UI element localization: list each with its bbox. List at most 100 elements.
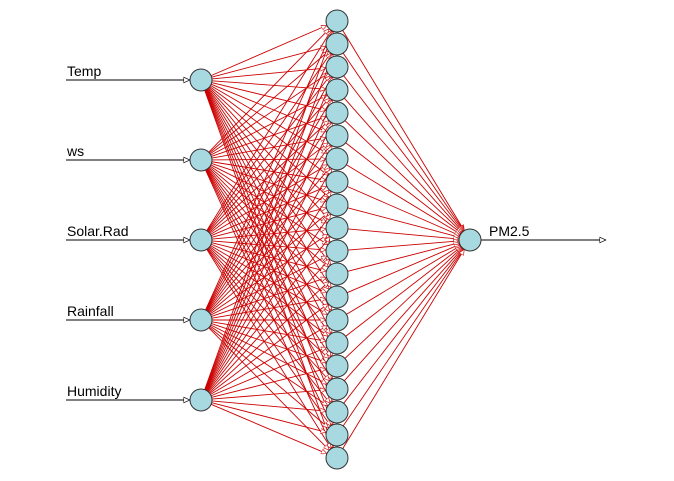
input-label: Humidity: [67, 383, 121, 399]
connection-hidden-6-output: [345, 142, 462, 233]
connection-input-1-hidden-1: [210, 24, 327, 77]
connection-input-3-hidden-4: [208, 98, 329, 233]
connection-input-4-hidden-20: [208, 327, 330, 450]
input-label: Temp: [67, 63, 101, 79]
connection-input-4-hidden-9: [209, 212, 328, 314]
connection-input-5-hidden-4: [205, 100, 333, 391]
input-node-3: [189, 228, 213, 252]
connection-input-3-hidden-7: [210, 165, 327, 235]
connection-hidden-4-output: [343, 97, 462, 232]
connection-input-4-hidden-11: [210, 255, 327, 316]
connection-hidden-18-output: [343, 249, 464, 404]
hidden-node-16: [325, 354, 349, 378]
connection-input-4-hidden-3: [205, 77, 333, 311]
connection-input-1-hidden-2: [211, 47, 327, 78]
connection-input-2-hidden-19: [205, 169, 333, 425]
connection-hidden-5-output: [344, 120, 462, 233]
connection-input-4-hidden-5: [206, 122, 331, 312]
input-label: ws: [66, 143, 84, 159]
connection-input-4-hidden-1: [205, 31, 333, 311]
hidden-node-12: [325, 262, 349, 286]
connection-input-4-hidden-4: [206, 99, 332, 311]
connection-input-4-hidden-19: [209, 326, 328, 428]
hidden-node-2: [325, 32, 349, 56]
connection-hidden-17-output: [343, 248, 462, 382]
connection-input-5-hidden-13: [209, 304, 328, 394]
connection-hidden-16-output: [344, 248, 462, 359]
connection-input-1-hidden-20: [204, 90, 334, 447]
hidden-node-4: [325, 78, 349, 102]
connection-hidden-8-output: [346, 185, 460, 237]
connection-input-1-hidden-6: [211, 83, 327, 132]
connection-input-5-hidden-15: [210, 347, 327, 397]
connection-hidden-15-output: [345, 247, 462, 337]
connection-input-5-hidden-16: [211, 369, 327, 398]
connection-hidden-12-output: [347, 243, 460, 272]
connection-input-5-hidden-3: [204, 77, 333, 390]
hidden-node-20: [325, 446, 349, 470]
connection-input-2-hidden-4: [210, 94, 327, 156]
hidden-node-14: [325, 308, 349, 332]
connection-input-5-hidden-12: [208, 281, 329, 393]
hidden-node-9: [325, 193, 349, 217]
connection-hidden-19-output: [342, 249, 464, 427]
connection-input-5-hidden-11: [208, 259, 329, 393]
connection-hidden-14-output: [346, 246, 460, 315]
connection-lines: [204, 24, 465, 453]
connection-input-4-hidden-10: [209, 234, 328, 315]
connection-hidden-9-output: [347, 207, 460, 237]
connection-input-4-hidden-16: [211, 323, 326, 363]
hidden-node-5: [325, 101, 349, 125]
output-node: [458, 228, 482, 252]
connection-hidden-20-output: [342, 249, 465, 449]
hidden-node-15: [325, 331, 349, 355]
network-nodes: [189, 9, 482, 470]
connection-input-2-hidden-3: [209, 73, 328, 155]
connection-input-5-hidden-18: [211, 400, 326, 411]
hidden-node-10: [325, 216, 349, 240]
input-node-1: [189, 68, 213, 92]
input-node-4: [189, 308, 213, 332]
hidden-node-13: [325, 285, 349, 309]
connection-input-4-hidden-2: [205, 54, 333, 311]
connection-input-5-hidden-9: [206, 214, 330, 392]
input-output-lines: [66, 80, 606, 400]
hidden-node-11: [325, 239, 349, 263]
connection-hidden-13-output: [346, 243, 460, 294]
connection-input-4-hidden-7: [207, 167, 330, 312]
connection-input-5-hidden-5: [205, 123, 333, 391]
connection-input-5-hidden-10: [207, 237, 330, 392]
connection-input-3-hidden-5: [208, 121, 329, 233]
connection-input-3-hidden-2: [206, 53, 330, 232]
hidden-node-19: [325, 423, 349, 447]
hidden-node-8: [325, 170, 349, 194]
connection-input-5-hidden-1: [204, 31, 334, 390]
connection-hidden-10-output: [347, 228, 459, 239]
hidden-node-1: [325, 9, 349, 33]
hidden-node-18: [325, 400, 349, 424]
hidden-node-7: [325, 147, 349, 171]
connection-input-2-hidden-1: [208, 29, 330, 153]
connection-input-5-hidden-7: [206, 169, 332, 391]
connection-input-4-hidden-17: [210, 324, 327, 385]
hidden-node-6: [325, 124, 349, 148]
connection-input-2-hidden-2: [209, 51, 328, 154]
connection-input-5-hidden-6: [205, 146, 333, 391]
connection-hidden-7-output: [346, 164, 460, 235]
connection-hidden-3-output: [343, 75, 464, 232]
connection-input-5-hidden-8: [206, 191, 331, 391]
output-label: PM2.5: [489, 223, 530, 239]
connection-input-5-hidden-20: [210, 403, 327, 453]
connection-input-5-hidden-19: [211, 402, 327, 433]
connection-input-4-hidden-8: [208, 190, 330, 313]
connection-input-1-hidden-3: [211, 68, 326, 80]
connection-input-3-hidden-6: [209, 143, 329, 234]
connection-hidden-11-output: [347, 241, 459, 251]
connection-hidden-1-output: [342, 30, 465, 230]
hidden-node-3: [325, 55, 349, 79]
connection-input-1-hidden-7: [210, 85, 328, 154]
connection-input-4-hidden-6: [207, 145, 331, 312]
connection-input-3-hidden-1: [206, 30, 331, 231]
hidden-node-17: [325, 377, 349, 401]
